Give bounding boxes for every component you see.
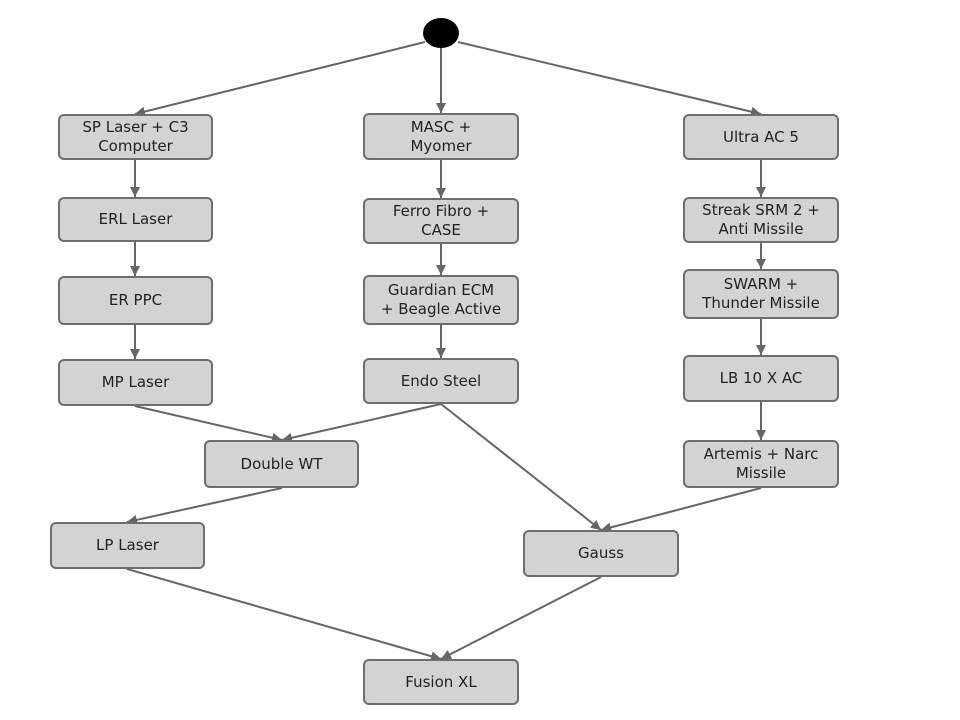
node-endo-steel: Endo Steel: [363, 358, 519, 404]
node-masc-myomer: MASC + Myomer: [363, 113, 519, 160]
node-sp-laser-c3-computer: SP Laser + C3 Computer: [58, 114, 213, 160]
node-mp-laser: MP Laser: [58, 359, 213, 406]
node-guardian-ecm-beagle: Guardian ECM + Beagle Active: [363, 275, 519, 325]
node-double-wt: Double WT: [204, 440, 359, 488]
edge-lp-laser-to-fusion: [126, 568, 442, 662]
edge-artemis-to-gauss: [600, 487, 762, 533]
edge-endo-to-double-wt: [281, 403, 442, 443]
edge-gauss-to-fusion: [440, 576, 602, 660]
node-er-ppc: ER PPC: [58, 276, 213, 325]
node-artemis-narc-missile: Artemis + Narc Missile: [683, 440, 839, 488]
node-ferro-fibro-case: Ferro Fibro + CASE: [363, 198, 519, 244]
node-swarm-thunder-missile: SWARM + Thunder Missile: [683, 269, 839, 319]
edge-mp-laser-to-double-wt: [134, 405, 283, 443]
node-streak-srm-anti-missile: Streak SRM 2 + Anti Missile: [683, 197, 839, 243]
node-lp-laser: LP Laser: [50, 522, 205, 569]
node-fusion-xl: Fusion XL: [363, 659, 519, 705]
node-lb-10-x-ac: LB 10 X AC: [683, 355, 839, 402]
edge-double-wt-to-lp-laser: [126, 487, 283, 525]
edge-endo-to-gauss: [440, 403, 602, 531]
node-erl-laser: ERL Laser: [58, 197, 213, 242]
edge-start-to-sp-laser: [134, 41, 426, 117]
start-node: [423, 18, 459, 48]
edge-start-to-ultra: [457, 41, 762, 117]
node-gauss: Gauss: [523, 530, 679, 577]
node-ultra-ac-5: Ultra AC 5: [683, 114, 839, 160]
